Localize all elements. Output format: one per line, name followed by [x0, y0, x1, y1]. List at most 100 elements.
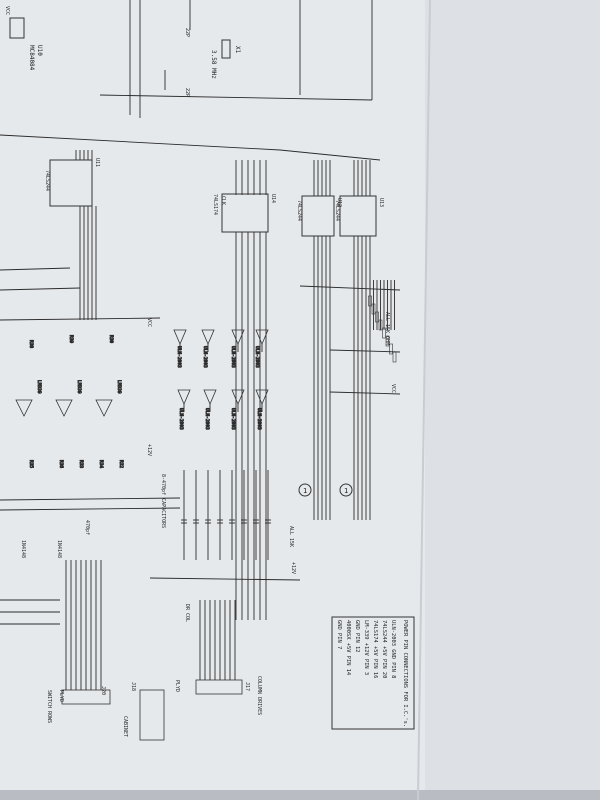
- uln-label: ULN-2003: [230, 408, 236, 430]
- power-table-title: POWER PIN CONNECTIONS FOR I.C.'s.: [402, 620, 408, 727]
- resistor-label-r35: R35: [28, 460, 34, 468]
- resistor-label-r33: R33: [78, 460, 84, 468]
- plyd-label-2: PLYD: [58, 690, 64, 702]
- vcc-resistors: VCC: [390, 384, 396, 393]
- u11-label: U11: [94, 158, 100, 167]
- uln-label: ULN-2003: [202, 346, 208, 368]
- power-table-row: 74LS244 +5V PIN 20: [381, 620, 387, 678]
- cap-22p-bottom: 22P: [184, 88, 190, 97]
- power-table-row: 4000SX +5V PIN 14: [345, 620, 351, 675]
- driver-buffer: [173, 329, 187, 346]
- all-15k-b: ALL 15K: [288, 526, 294, 547]
- u14-box: [221, 193, 269, 233]
- vcc-comparators: VCC: [146, 318, 152, 327]
- u12-part: 74LS244: [296, 200, 302, 221]
- bus-line-3: [279, 149, 381, 161]
- uln-label: ULN-2003: [254, 346, 260, 368]
- caps-value: 470pf: [84, 520, 90, 535]
- plyd-label-1: PLYD: [174, 680, 180, 692]
- comparator-label: LM339: [36, 380, 42, 394]
- vcc-top: VCC: [4, 6, 10, 15]
- driver-buffer: [177, 389, 191, 406]
- connector-j20: J20: [100, 686, 106, 695]
- driver-buffer: [255, 389, 269, 406]
- power-pin-table: POWER PIN CONNECTIONS FOR I.C.'s. ULN-20…: [336, 620, 408, 727]
- u11-part: 74LS244: [44, 170, 50, 191]
- gnd-bus: [149, 577, 301, 581]
- plus12v-comparators: +12V: [146, 444, 152, 456]
- u13-block: U13 74LS244: [334, 195, 384, 237]
- circle-marker-2: [339, 483, 353, 497]
- crystal-block: X1 3.58 MHz 22P 22P: [184, 28, 241, 97]
- power-table-row: GND PIN 7: [336, 620, 342, 649]
- u12-box: [301, 195, 335, 237]
- switch-rows-label: SWITCH ROWS: [46, 690, 52, 723]
- u11-box: [49, 159, 93, 207]
- resistor: [378, 319, 383, 331]
- resistor-note: ALL 15K OHM: [384, 312, 390, 345]
- uln-label: ULN-2003: [230, 346, 236, 368]
- power-table-row: GND PIN 12: [354, 620, 360, 652]
- uln-label: ULN-2003: [178, 408, 184, 430]
- driver-buffer: [231, 329, 245, 346]
- diode-label-2: 1N4148: [20, 540, 26, 558]
- left-bus-3: [0, 317, 161, 321]
- resistor-label-r30: R30: [108, 335, 114, 343]
- driver-buffer: [203, 389, 217, 406]
- paper-fold-line: [417, 0, 431, 800]
- crystal-label: X1: [234, 46, 241, 54]
- resistor: [375, 311, 379, 323]
- u12-label: U12: [336, 198, 342, 207]
- cabinet-label: CABINET: [122, 716, 128, 737]
- resistor: [385, 335, 390, 347]
- connector-cabinet: [139, 689, 165, 741]
- plus12v-caps: +12V: [290, 562, 296, 574]
- connector-j17: J17: [244, 682, 250, 691]
- u11-block: U11 74LS244: [44, 158, 100, 207]
- resistor: [368, 295, 372, 307]
- u13-label: U13: [378, 198, 384, 207]
- res-bus-3: [329, 391, 401, 395]
- u14-label: U14: [270, 194, 276, 203]
- power-table-row: ULN-2003 GND PIN 8: [390, 620, 396, 678]
- left-bus-1: [0, 267, 71, 271]
- res-bus-2: [329, 349, 401, 353]
- comparator: [95, 399, 113, 417]
- comparator: [15, 399, 33, 417]
- driver-buffer: [255, 329, 269, 346]
- uln-label: ULN-2003: [256, 408, 262, 430]
- uln-label: ULN-2003: [176, 346, 182, 368]
- crystal-freq: 3.58 MHz: [210, 50, 217, 79]
- column-drives-label: COLUMN DRIVES: [256, 676, 262, 715]
- u14-part: 74LS174: [212, 194, 218, 215]
- left-bus-4: [0, 497, 181, 501]
- resistor: [371, 303, 376, 315]
- power-table-row: LM-339 +12V PIN 3: [363, 620, 369, 675]
- driver-buffer: [201, 329, 215, 346]
- connector-j18: J18: [130, 682, 136, 691]
- crystal-body: [221, 39, 231, 59]
- cap-22p-top: 22P: [184, 28, 190, 37]
- bus-line-2: [99, 94, 373, 101]
- driver-buffer: [231, 389, 245, 406]
- circle-marker-2-num: 1: [344, 487, 348, 495]
- comparator-label: LM339: [116, 380, 122, 394]
- res-bus: [299, 285, 401, 291]
- resistor: [389, 343, 393, 355]
- u10-label: U10: [36, 45, 43, 56]
- left-bus-5: [0, 507, 181, 511]
- u13-box: [339, 195, 377, 237]
- connector-column-drives: [195, 679, 243, 695]
- circle-marker-1-num: 1: [303, 487, 307, 495]
- resistor-label-r39: R39: [68, 335, 74, 343]
- paper-shadow-band: [425, 0, 600, 790]
- resistor-label-r34: R34: [98, 460, 104, 468]
- u14-block: U14 74LS174 CLK: [212, 193, 276, 233]
- u12-block: U12 74LS244: [296, 195, 342, 237]
- u13-part: 74LS244: [334, 200, 340, 221]
- resistor-label-r36: R36: [58, 460, 64, 468]
